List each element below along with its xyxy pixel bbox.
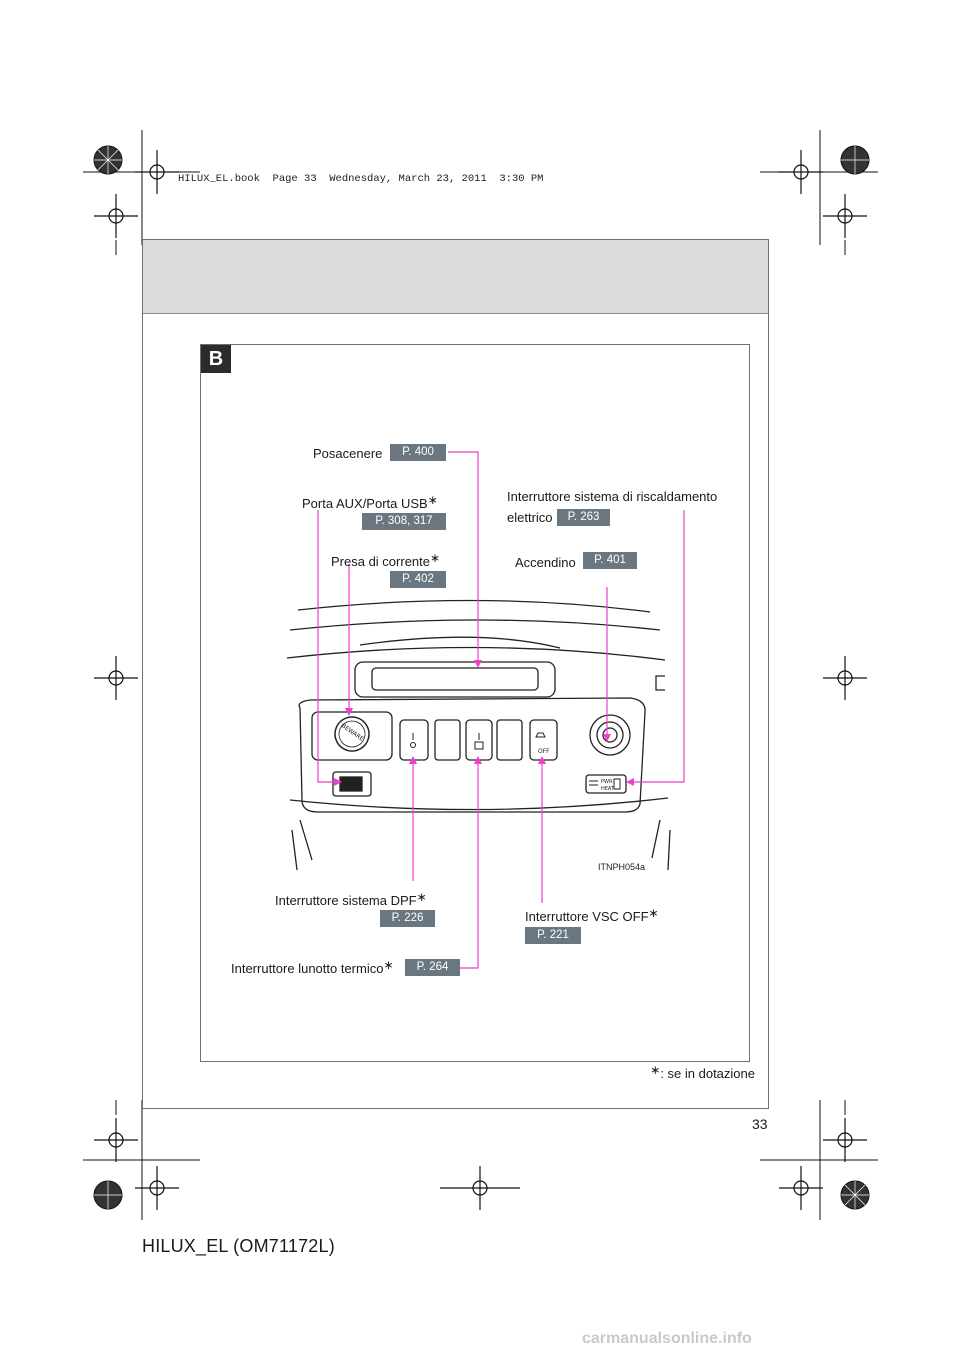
illustration-code: ITNPH054a	[598, 862, 646, 872]
label-riscaldamento-line2: elettrico	[507, 510, 553, 525]
page-ref-dpf: P. 226	[380, 910, 435, 927]
leader-posacenere	[448, 451, 479, 664]
label-posacenere: Posacenere	[313, 446, 383, 461]
watermark: carmanualsonline.info	[582, 1330, 752, 1347]
footnote: ∗: se in dotazione	[650, 1063, 755, 1081]
leader-porta-aux	[317, 510, 338, 783]
label-accendino: Accendino	[515, 555, 576, 570]
label-riscaldamento-line1: Interruttore sistema di riscaldamento	[507, 489, 718, 504]
page-ref-riscaldamento: P. 263	[557, 509, 610, 526]
page-ref-posacenere: P. 400	[390, 444, 446, 461]
page-ref-vsc: P. 221	[525, 927, 581, 944]
header-band	[143, 240, 768, 314]
page-frame	[142, 239, 769, 1109]
svg-text:OFF: OFF	[538, 748, 550, 755]
label-presa-corrente: Presa di corrente∗	[331, 551, 441, 569]
label-vsc: Interruttore VSC OFF∗	[525, 906, 659, 924]
document-code: HILUX_EL (OM71172L)	[142, 1236, 335, 1256]
label-dpf: Interruttore sistema DPF∗	[275, 890, 427, 908]
page-number: 33	[752, 1116, 768, 1132]
page-ref-porta-aux: P. 308, 317	[362, 513, 446, 530]
label-porta-aux: Porta AUX/Porta USB∗	[302, 493, 438, 511]
svg-text:HEAT: HEAT	[601, 786, 615, 792]
print-file-info: HILUX_EL.book Page 33 Wednesday, March 2…	[178, 173, 544, 185]
section-badge: B	[201, 345, 231, 373]
page-ref-lunotto: P. 264	[405, 959, 460, 976]
illustration-frame	[200, 344, 750, 1062]
page-ref-accendino: P. 401	[583, 552, 637, 569]
leader-riscaldamento	[630, 510, 685, 783]
page-ref-presa-corrente: P. 402	[390, 571, 446, 588]
label-lunotto: Interruttore lunotto termico∗	[231, 958, 394, 976]
svg-text:PWR: PWR	[601, 779, 613, 785]
leader-lunotto	[460, 760, 479, 969]
